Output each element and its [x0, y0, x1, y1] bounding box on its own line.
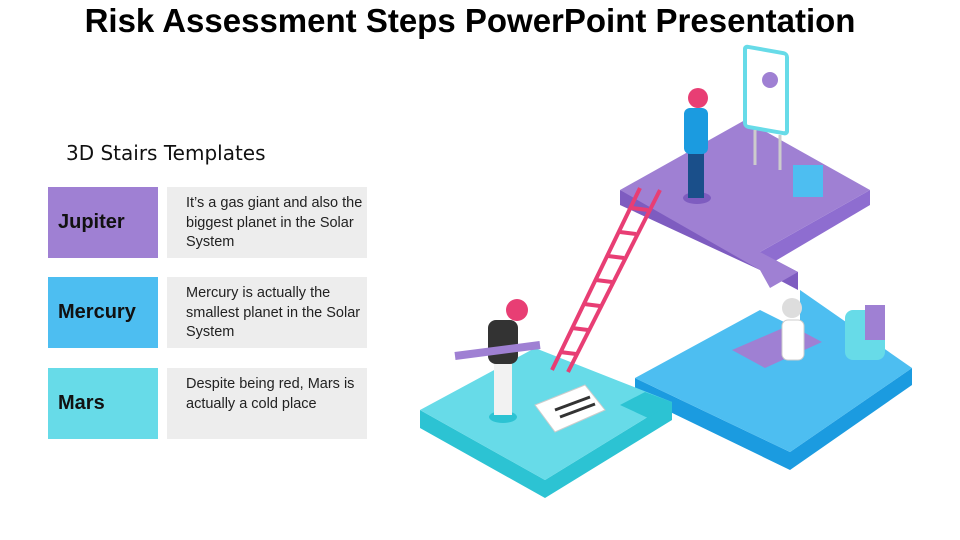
slide-subtitle: 3D Stairs Templates [66, 141, 266, 165]
ladder [550, 187, 662, 373]
label-mercury: Mercury [48, 277, 158, 348]
person-at-desk [732, 298, 885, 368]
label-mars: Mars [48, 368, 158, 439]
person-with-pencil [454, 299, 541, 423]
desc-mars: Despite being red, Mars is actually a co… [167, 368, 367, 439]
presentation-board [743, 44, 789, 170]
label-jupiter: Jupiter [48, 187, 158, 258]
goals-paper [534, 384, 606, 433]
purple-platform [620, 120, 870, 290]
blue-platform [635, 290, 912, 470]
desc-jupiter: It’s a gas giant and also the biggest pl… [167, 187, 367, 258]
briefcase-icon [793, 165, 823, 197]
person-standing-top [683, 88, 711, 204]
slide-title: Risk Assessment Steps PowerPoint Present… [84, 2, 856, 39]
cyan-platform [420, 348, 672, 498]
desc-mercury: Mercury is actually the smallest planet … [167, 277, 367, 348]
